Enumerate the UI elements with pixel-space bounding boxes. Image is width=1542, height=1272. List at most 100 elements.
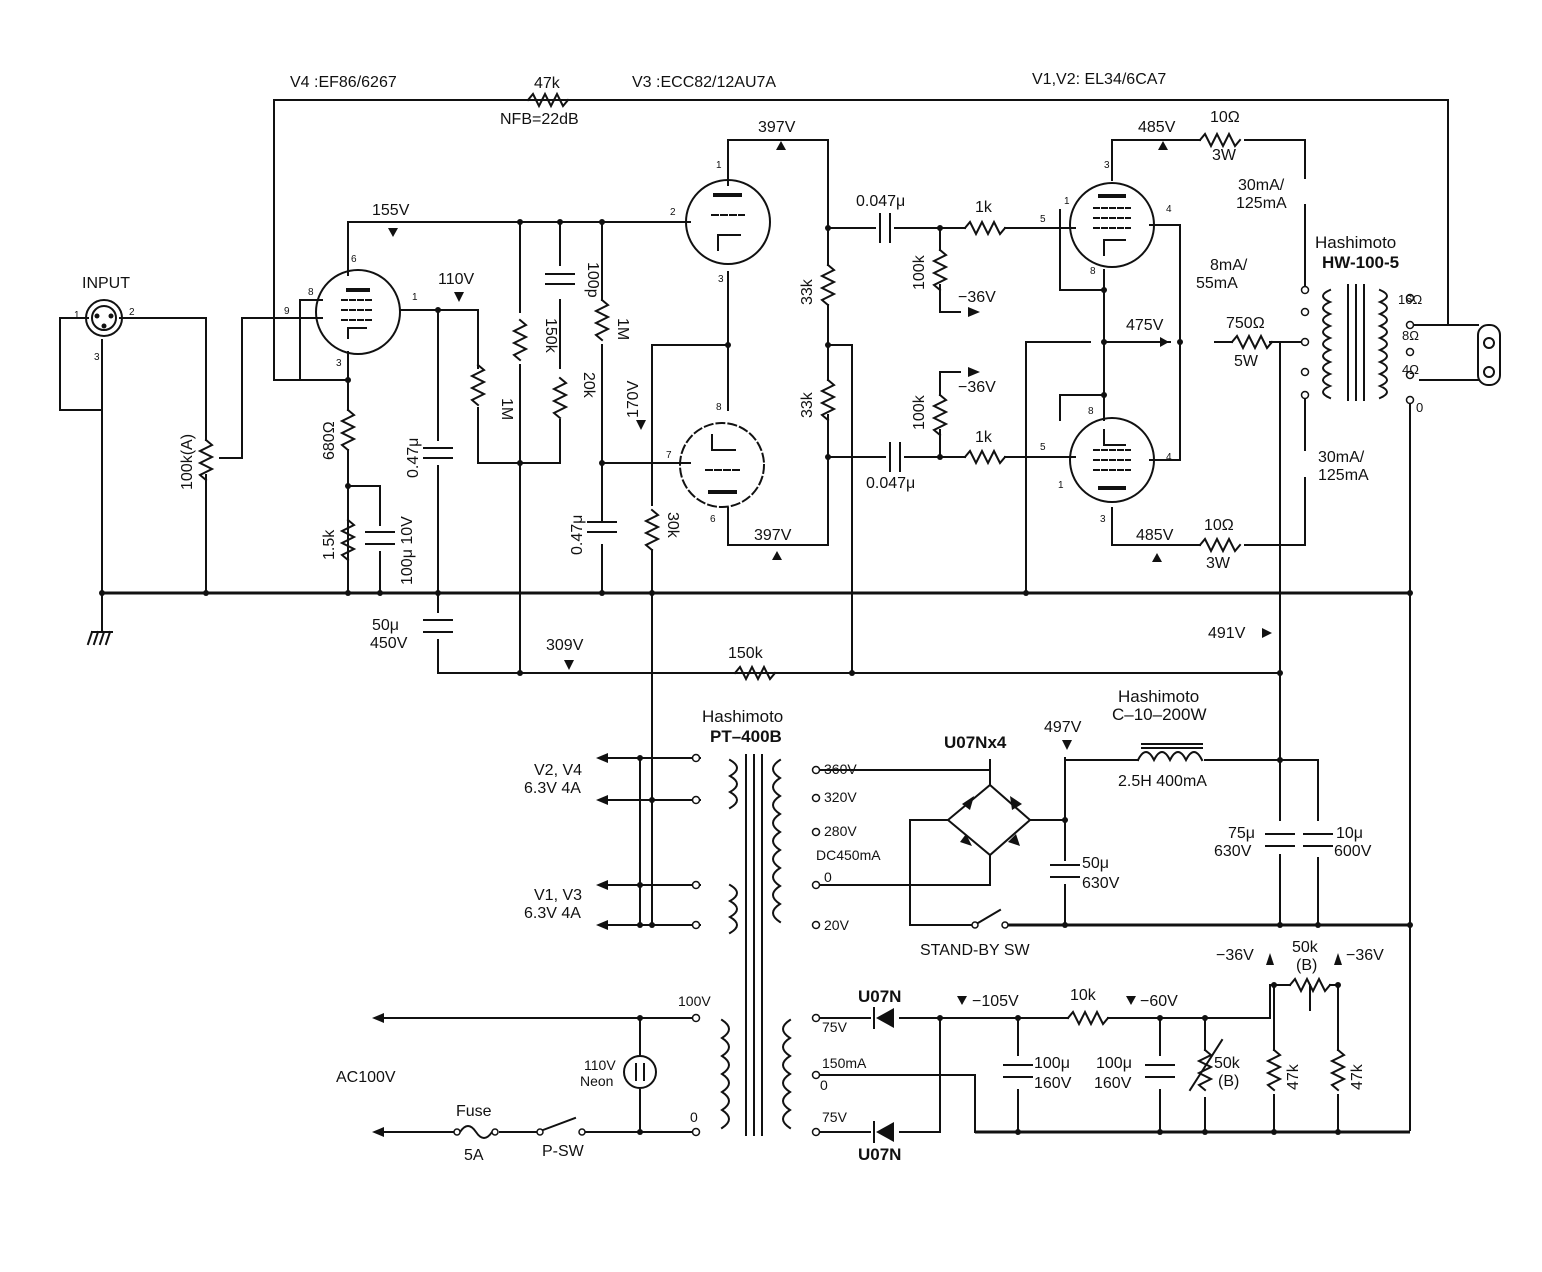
v-neg105: −105V [972,993,1019,1010]
diodes [873,1007,894,1143]
cap3-v: 630V [1214,843,1252,860]
v3-pin1: 1 [716,160,722,171]
v4-screen-voltage: 110V [438,271,475,288]
plate-v-top: 485V [1138,119,1176,136]
choke-spec: 2.5H 400mA [1118,773,1207,790]
v4-comp-c: 100p [584,262,601,298]
v-neg60: −60V [1140,993,1178,1010]
opt-model: HW-100-5 [1322,253,1399,272]
plate-w-top: 3W [1212,147,1237,164]
output-transformer [1300,284,1501,405]
v3-grid-c: 0.47μ [569,515,586,555]
plate-v-bot: 485V [1136,527,1174,544]
screen-v: 475V [1126,317,1164,334]
heater2: V1, V3 [534,887,582,904]
diode2-label: U07N [858,1145,901,1164]
screen-w: 5W [1234,353,1259,370]
tube-v3a [685,179,771,265]
pt-brand: Hashimoto [702,707,783,726]
v1-pin5: 5 [1040,214,1046,225]
plate-r-bot: 10Ω [1204,517,1234,534]
r47b-label: 47k [1349,1063,1366,1090]
v4-cathode-c: 100μ 10V [399,516,416,585]
bias-r-top: 100k [911,254,928,290]
cap1-label: 50μ [372,617,399,634]
cap1-v: 450V [370,635,408,652]
r47a-label: 47k [1285,1063,1302,1090]
v1-pin8: 8 [1090,266,1096,277]
pt-dc: DC450mA [816,847,881,863]
pt-tap-360: 360V [824,761,857,777]
choke-model: C–10–200W [1112,705,1207,724]
v2-pin4: 4 [1166,452,1172,463]
c2-v: 160V [1094,1075,1132,1092]
neg36a-label: −36V [1216,947,1254,964]
rect-v: 497V [1044,719,1082,736]
b-plus: 491V [1208,625,1246,642]
volume-label: 100k(A) [179,434,196,490]
v3-plate-bot: 397V [754,527,792,544]
choke-brand: Hashimoto [1118,687,1199,706]
input-label: INPUT [82,275,130,292]
nfb-label: NFB=22dB [500,111,579,128]
input-pin1: 1 [74,310,80,321]
v3-tube-label: V3 :ECC82/12AU7A [632,74,776,91]
v4-pin6: 6 [351,254,357,265]
neon-v: 110V [584,1057,616,1073]
v12-tube-label: V1,V2: EL34/6CA7 [1032,71,1166,88]
v4-tube-label: V4 :EF86/6267 [290,74,397,91]
opt-brand: Hashimoto [1315,233,1396,252]
v3-pin6: 6 [710,514,716,525]
v3-load-r2: 33k [799,391,816,418]
neon-label: Neon [580,1073,613,1089]
opt-tap-16: 16Ω [1398,292,1422,307]
pt-model: PT–400B [710,727,782,746]
tap-75a: 75V [822,1019,848,1035]
c2-label: 100μ [1096,1055,1132,1072]
v4-pin3: 3 [336,358,342,369]
fuse-label: Fuse [456,1103,492,1120]
opt-tap-8: 8Ω [1402,328,1419,343]
cur-top2: 125mA [1236,195,1287,212]
fuse-rating: 5A [464,1147,484,1164]
screen-cur2: 55mA [1196,275,1238,292]
pot-label: 50k [1214,1055,1241,1072]
plate-r-top: 10Ω [1210,109,1240,126]
cap4-label: 10μ [1336,825,1363,842]
pt-tap-0: 0 [824,869,832,885]
wiring [59,99,1479,1134]
cap2-v: 630V [1082,875,1120,892]
v4-pin8: 8 [308,287,314,298]
v4-pin9: 9 [284,306,290,317]
v2-pin8: 8 [1088,406,1094,417]
v1-pin3: 3 [1104,160,1110,171]
v4-pin1: 1 [412,292,418,303]
v3-load-r1: 33k [799,278,816,305]
rect-label: U07Nx4 [944,733,1007,752]
tap-75b: 75V [822,1109,848,1125]
heater2-v: 6.3V 4A [524,905,581,922]
heater1-v: 6.3V 4A [524,780,581,797]
pot2-type: (B) [1296,957,1317,974]
diode1-label: U07N [858,987,901,1006]
v3-plate-top: 397V [758,119,796,136]
tap-0b: 0 [820,1077,828,1093]
pt-tap-20: 20V [824,917,850,933]
v3-pin7: 7 [666,450,672,461]
tube-v4 [315,269,401,355]
node-309: 309V [546,637,584,654]
v4-cathode-r: 680Ω [321,421,338,460]
cur-bot2: 125mA [1318,467,1369,484]
input-pin3: 3 [94,352,100,363]
plate-w-bot: 3W [1206,555,1231,572]
power-switch-label: P-SW [542,1143,585,1160]
screen-r: 750Ω [1226,315,1265,332]
cap2-label: 50μ [1082,855,1109,872]
mains-parts [453,908,1009,1139]
heater1: V2, V4 [534,762,582,779]
v4-screen-r: 1M [498,398,515,420]
v3-pin3: 3 [718,274,724,285]
v4-plate-r: 150k [542,318,559,354]
